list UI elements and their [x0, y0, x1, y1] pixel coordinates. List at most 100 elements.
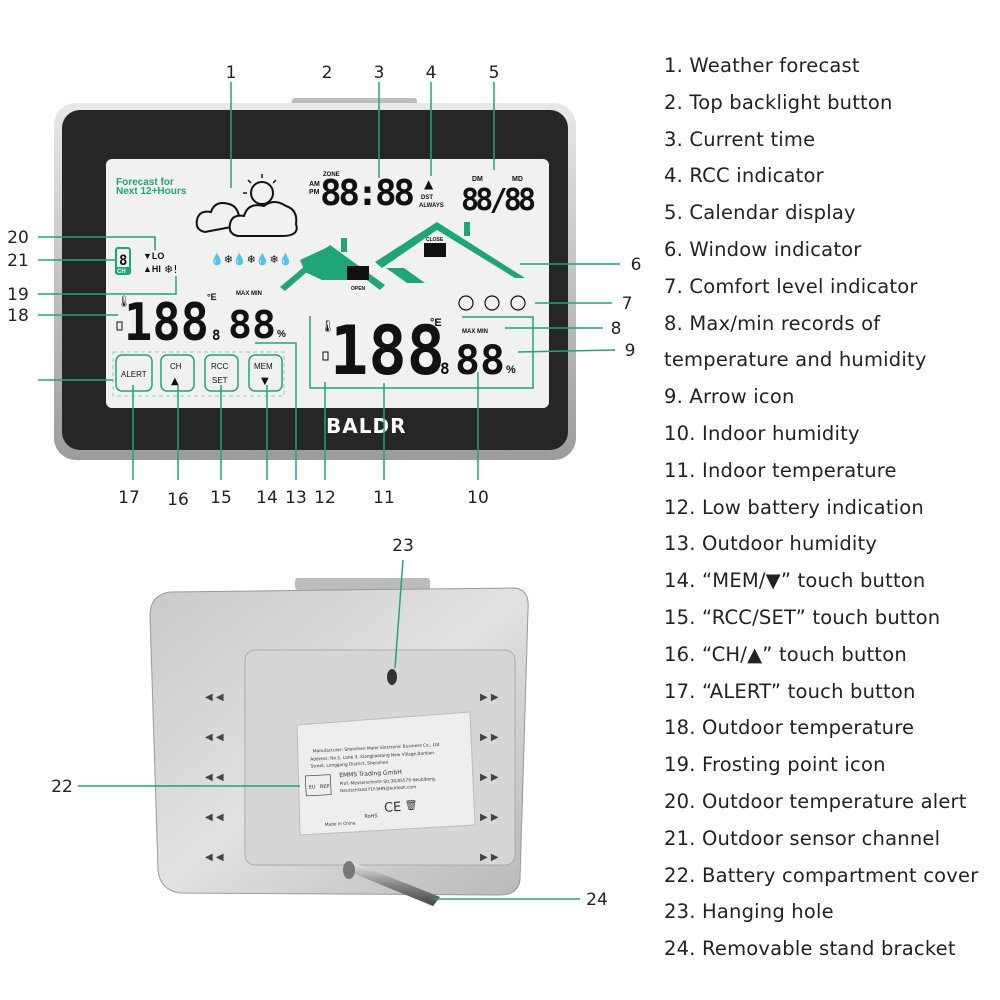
callout-21: 21 — [7, 251, 29, 271]
legend-item: 14. “MEM/▼” touch button — [664, 569, 926, 593]
alert-button[interactable]: ALERT — [115, 354, 153, 392]
rcc-label: RCC — [211, 362, 229, 371]
legend-item: temperature and humidity — [664, 348, 927, 372]
front-device: Forecast for Next 12+Hours 💧❄💧❄💧❄💧 ZONE … — [54, 98, 576, 460]
md-label: MD — [512, 176, 523, 183]
legend-item: 11. Indoor temperature — [664, 458, 897, 482]
svg-text:◀ ◀: ◀ ◀ — [205, 852, 224, 863]
am-label: AM — [309, 181, 320, 188]
vent-slots: ◀ ◀◀ ◀◀ ◀◀ ◀◀ ◀ ▶ ▶▶ ▶▶ ▶▶ ▶▶ ▶ — [205, 692, 499, 863]
ch-label: CH — [170, 362, 182, 371]
legend-item: 18. Outdoor temperature — [664, 716, 915, 740]
callout-20: 20 — [7, 228, 29, 248]
callout-16: 16 — [167, 490, 189, 510]
callout-13: 13 — [285, 488, 307, 508]
legend-item: 5. Calendar display — [664, 201, 856, 225]
indoor-max-min-label: MAX MIN — [462, 329, 488, 335]
stand-bracket[interactable] — [345, 862, 440, 906]
product-label — [296, 711, 476, 836]
indoor-temp-unit: °E — [430, 317, 442, 329]
legend-item: 10. Indoor humidity — [664, 422, 860, 445]
legend-item: 1. Weather forecast — [664, 54, 860, 77]
eu-label: EU — [309, 784, 316, 790]
callout-9: 9 — [625, 341, 636, 361]
legend-item: 16. “CH/▲” touch button — [664, 642, 907, 666]
legend-item: 12. Low battery indication — [664, 495, 924, 519]
outdoor-percent: % — [277, 329, 286, 340]
legend-item: 17. “ALERT” touch button — [664, 679, 916, 703]
indoor-temperature-decimal: 8 — [440, 359, 450, 378]
alert-label: ALERT — [121, 370, 147, 379]
brand-logo: BALDR — [326, 414, 406, 438]
dm-label: DM — [472, 176, 483, 183]
close-label: CLOSE — [426, 237, 444, 243]
up-arrow-icon: ▲ — [171, 376, 179, 387]
callout-17: 17 — [118, 488, 140, 508]
comfort-level-indicator — [458, 295, 526, 311]
callout-8: 8 — [611, 319, 622, 339]
zone-label: ZONE — [323, 172, 340, 178]
callout-3: 3 — [374, 63, 385, 83]
always-label: ALWAYS — [419, 203, 444, 209]
callout-numbers: 1 2 3 4 5 6 7 8 9 10 11 12 13 14 15 16 1… — [7, 63, 641, 910]
legend-item: 4. RCC indicator — [664, 164, 824, 188]
indoor-thermometer-icon: 🌡 — [320, 319, 335, 333]
mem-label: MEM — [254, 362, 273, 371]
ce-mark: CE — [384, 800, 402, 816]
callout-lines — [38, 82, 620, 900]
window-indicator-house — [280, 222, 525, 291]
legend-item: 20. Outdoor temperature alert — [664, 790, 967, 813]
outdoor-temperature: 188 — [124, 293, 209, 353]
svg-text:◀ ◀: ◀ ◀ — [205, 772, 224, 783]
svg-text:▶ ▶: ▶ ▶ — [480, 692, 499, 703]
indoor-humidity: 88 — [455, 338, 505, 384]
legend-item: 3. Current time — [664, 127, 816, 151]
callout-12: 12 — [314, 488, 336, 508]
weather-forecast-icon — [195, 174, 298, 237]
forecast-label: Forecast for — [116, 177, 174, 188]
legend-item: 7. Comfort level indicator — [664, 274, 918, 298]
made-in-label: Made in China — [325, 820, 356, 828]
open-window-icon — [347, 266, 369, 280]
svg-text:◀ ◀: ◀ ◀ — [205, 812, 224, 823]
channel-label: CH — [117, 269, 126, 275]
legend-item: 13. Outdoor humidity — [664, 532, 878, 556]
mem-down-button[interactable]: MEM ▼ — [248, 354, 283, 392]
legend-item: 23. Hanging hole — [664, 900, 834, 924]
callout-24: 24 — [586, 890, 608, 910]
callout-1: 1 — [226, 63, 237, 83]
precipitation-icons: 💧❄💧❄💧❄💧 — [210, 253, 292, 266]
legend-item: 21. Outdoor sensor channel — [664, 826, 941, 850]
channel-digit: 8 — [119, 253, 127, 269]
rep-label: REP — [320, 784, 330, 790]
down-arrow-icon: ▼ — [261, 376, 269, 387]
callout-2: 2 — [322, 63, 333, 83]
rep-address: Prof.-Messerschmitt-Str.38,85579 Neubibe… — [340, 776, 437, 787]
legend-item: 15. “RCC/SET” touch button — [664, 606, 941, 629]
open-label: OPEN — [351, 286, 366, 292]
high-alert-indicator: ▲HI — [143, 264, 161, 274]
close-window-icon — [424, 243, 446, 257]
hanging-hole — [387, 669, 397, 685]
callout-14: 14 — [256, 488, 278, 508]
svg-text:◀ ◀: ◀ ◀ — [205, 692, 224, 703]
svg-text:▶ ▶: ▶ ▶ — [480, 852, 499, 863]
rep-name: EMMS Trading GmbH — [339, 769, 402, 779]
sad-face-icon — [458, 295, 474, 311]
indoor-percent: % — [506, 364, 516, 376]
calendar-date: 88/88 — [461, 183, 536, 218]
callout-19: 19 — [7, 285, 29, 305]
svg-text:▶ ▶: ▶ ▶ — [480, 812, 499, 823]
forecast-label-2: Next 12+Hours — [116, 186, 187, 197]
callout-6: 6 — [631, 255, 642, 275]
outdoor-max-min-label: MAX MIN — [236, 291, 262, 297]
outdoor-temp-unit: °E — [207, 292, 217, 302]
indoor-temperature: 188 — [330, 312, 445, 391]
happy-face-icon — [484, 295, 500, 311]
back-device: ◀ ◀◀ ◀◀ ◀◀ ◀◀ ◀ ▶ ▶▶ ▶▶ ▶▶ ▶▶ ▶ Manufact… — [149, 578, 529, 906]
svg-text:◀ ◀: ◀ ◀ — [205, 732, 224, 743]
set-label: SET — [212, 376, 228, 385]
callout-4: 4 — [426, 63, 437, 83]
callout-11: 11 — [373, 488, 395, 508]
